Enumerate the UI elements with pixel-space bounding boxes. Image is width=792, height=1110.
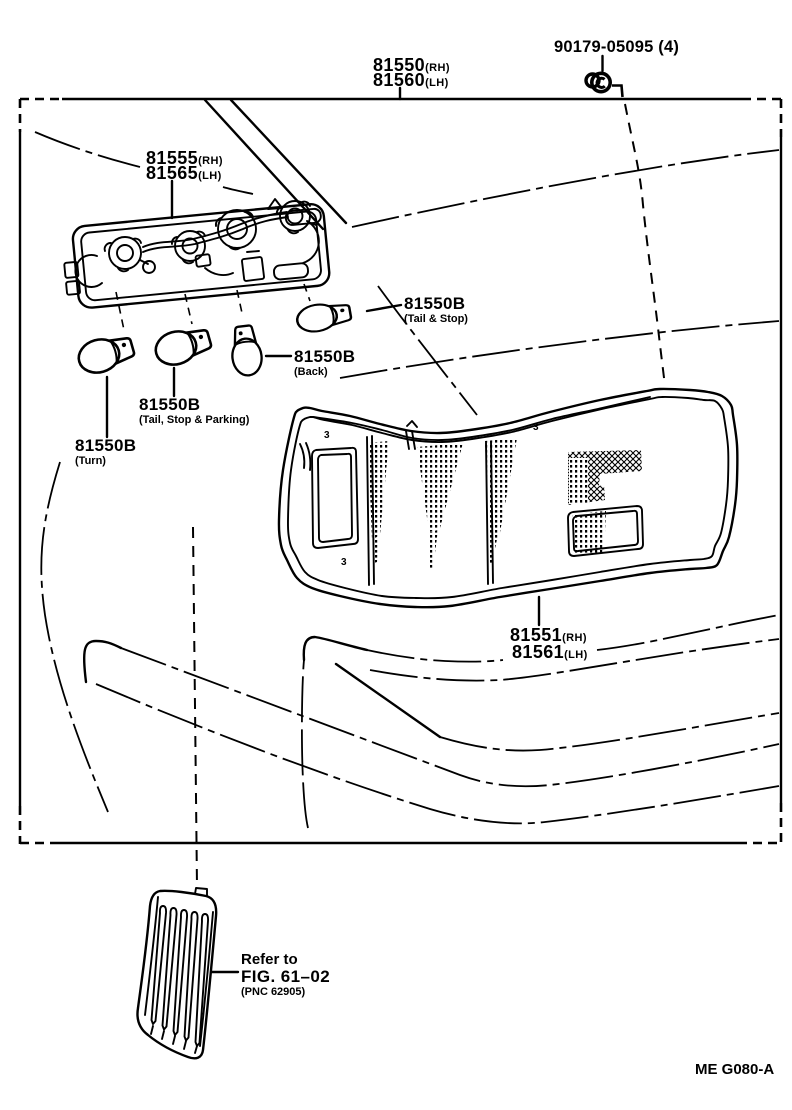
svg-text:FIG. 61–02: FIG. 61–02 [241, 967, 330, 986]
svg-text:3: 3 [341, 557, 347, 568]
svg-text:3: 3 [533, 422, 539, 433]
svg-text:3: 3 [324, 430, 330, 441]
svg-text:81550B: 81550B [139, 395, 200, 414]
svg-text:81550B: 81550B [404, 294, 465, 313]
svg-text:81550B: 81550B [294, 347, 355, 366]
svg-text:(Tail & Stop): (Tail & Stop) [404, 313, 468, 325]
svg-text:90179-05095 (4): 90179-05095 (4) [554, 38, 679, 56]
svg-text:(Tail, Stop & Parking): (Tail, Stop & Parking) [139, 414, 250, 426]
svg-text:(Back): (Back) [294, 366, 328, 378]
svg-text:81550B: 81550B [75, 436, 136, 455]
svg-text:(Turn): (Turn) [75, 455, 106, 467]
svg-text:Refer to: Refer to [241, 951, 298, 968]
svg-text:(PNC 62905): (PNC 62905) [241, 986, 306, 998]
svg-text:ME G080-A: ME G080-A [695, 1061, 774, 1078]
